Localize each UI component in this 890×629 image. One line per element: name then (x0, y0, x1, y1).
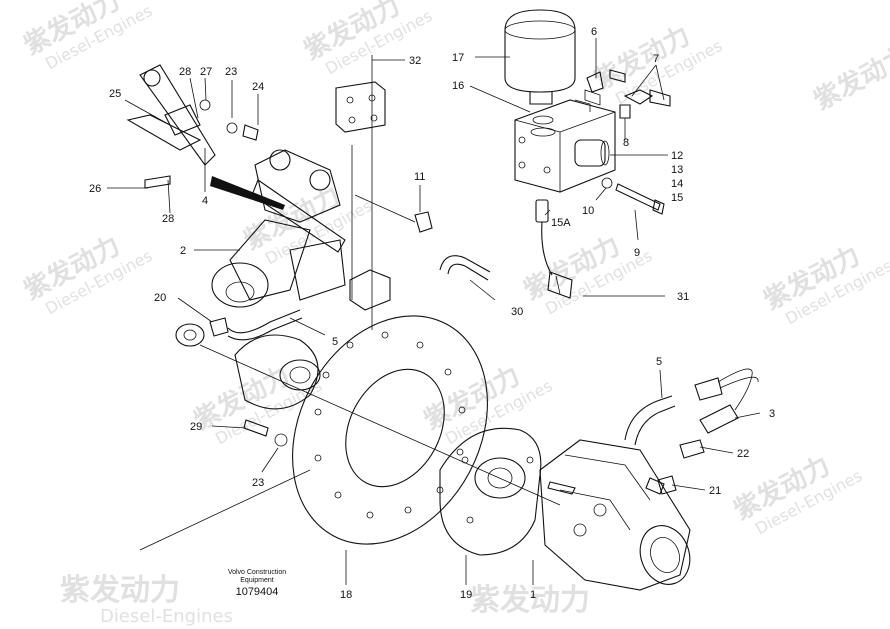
callout-13: 13 (671, 164, 683, 176)
hose-5-right (624, 395, 676, 446)
credit-subtitle: Equipment (240, 577, 274, 584)
accumulator (504, 9, 576, 105)
callout-7: 7 (653, 53, 659, 65)
fitting-11 (354, 194, 433, 233)
brake-disc (292, 315, 488, 545)
callout-22: 22 (737, 448, 749, 460)
callout-24: 24 (252, 81, 264, 93)
callout-10: 10 (582, 205, 594, 217)
callout-29: 29 (190, 421, 202, 433)
callout-26: 26 (89, 183, 101, 195)
pointer-arrow (210, 176, 285, 210)
callout-19: 19 (460, 589, 472, 601)
callout-32: 32 (409, 55, 421, 67)
sensor-3 (694, 368, 759, 434)
hose-20-5 (209, 309, 303, 341)
callout-1: 1 (530, 589, 536, 601)
watermark-cn: 紫发动力 (809, 40, 890, 116)
callout-25: 25 (109, 88, 121, 100)
callout-5-right: 5 (656, 356, 662, 368)
callout-5-left: 5 (332, 336, 338, 348)
bolt-9 (615, 183, 665, 215)
valve-block (514, 89, 616, 193)
hose-30 (439, 255, 491, 281)
watermark: 紫发动力 Diesel-Engines (60, 573, 233, 627)
leader-lines (107, 38, 761, 585)
callout-2: 2 (180, 245, 186, 257)
callout-4: 4 (202, 195, 208, 207)
bracket-plate-32 (335, 55, 386, 330)
callout-14: 14 (671, 178, 683, 190)
fitting-21 (657, 475, 677, 495)
watermark: 紫发动力 Diesel-Engines (19, 0, 156, 73)
credit-company: Volvo Construction (228, 569, 286, 576)
watermark: 紫发动力 Diesel-Engines (19, 230, 156, 318)
callout-31: 31 (677, 291, 689, 303)
hub-assembly (175, 323, 561, 506)
callout-23-bottom: 23 (252, 477, 264, 489)
callout-23-top: 23 (225, 66, 237, 78)
brake-actuator (211, 149, 391, 311)
callout-28-bottom: 28 (162, 213, 174, 225)
watermark-en: Diesel-Engines (100, 606, 233, 627)
callout-20: 20 (154, 292, 166, 304)
credit-block: Volvo Construction Equipment 1079404 (228, 569, 286, 598)
watermark: 紫发动力 (470, 583, 590, 618)
watermark: 紫发动力 Diesel-Engines (519, 230, 656, 318)
callout-3: 3 (769, 408, 775, 420)
callout-labels: 17 6 7 32 16 8 12 13 14 15 28 27 23 24 2… (89, 26, 775, 601)
watermark: 紫发动力 Diesel-Engines (759, 240, 890, 328)
callout-11: 11 (414, 171, 425, 183)
callout-28-top: 28 (179, 66, 191, 78)
callout-6: 6 (591, 26, 597, 38)
callout-16: 16 (452, 80, 464, 92)
callout-18: 18 (340, 589, 352, 601)
flange (439, 427, 542, 556)
watermark-cn: 紫发动力 (470, 583, 590, 618)
lever-assembly (126, 64, 259, 189)
callout-21: 21 (709, 485, 721, 497)
washer-10 (601, 177, 613, 189)
watermark: 紫发动力 Diesel-Engines (299, 0, 436, 78)
axle-line (139, 469, 311, 551)
fitting-22 (679, 439, 705, 459)
callout-27: 27 (200, 66, 212, 78)
callout-9: 9 (634, 247, 640, 259)
caliper-unit (539, 439, 691, 591)
drawing-number: 1079404 (236, 586, 279, 598)
watermark-cn: 紫发动力 (60, 573, 180, 608)
watermark: 紫发动力 (809, 40, 890, 116)
callout-12: 12 (671, 150, 683, 162)
callout-8: 8 (623, 137, 629, 149)
watermark-layer: 紫发动力 Diesel-Engines 紫发动力 Diesel-Engines … (19, 0, 890, 627)
callout-17: 17 (452, 52, 464, 64)
connector-31 (547, 271, 573, 299)
callout-15: 15 (671, 192, 683, 204)
callout-30: 30 (511, 306, 523, 318)
callout-15a: 15A (551, 217, 571, 229)
